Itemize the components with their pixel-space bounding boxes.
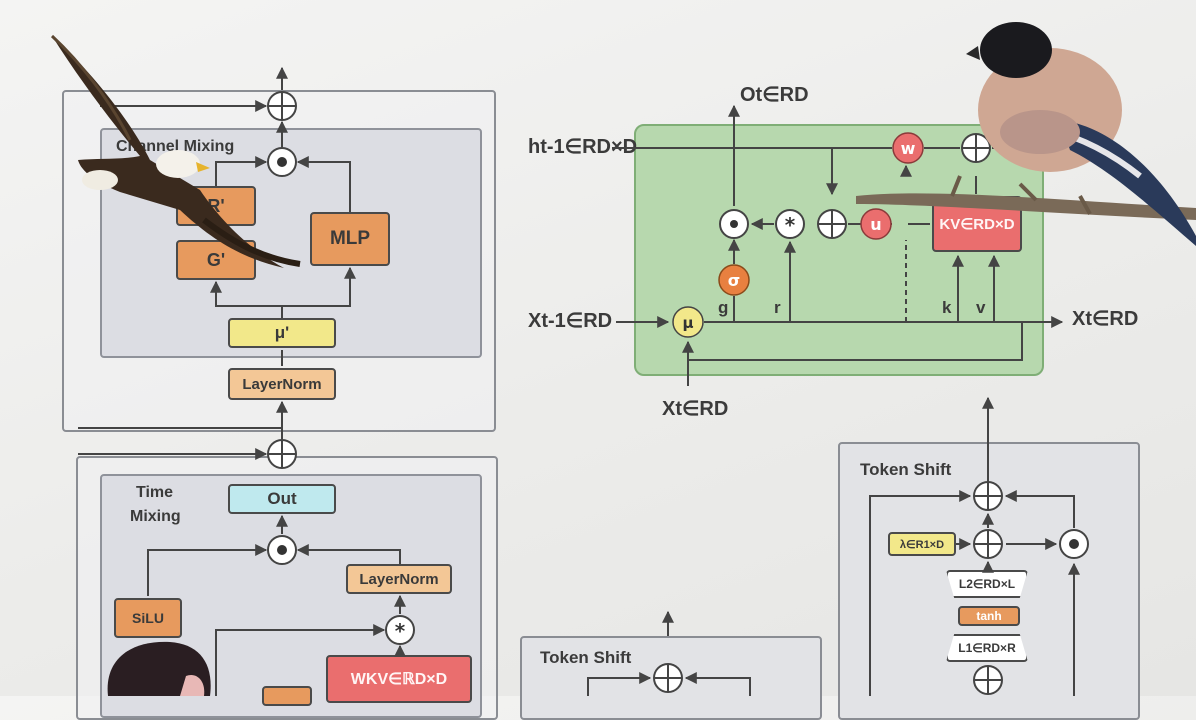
bullfinch-image (856, 22, 1196, 246)
channel-mixing-title: Channel Mixing (116, 138, 235, 155)
output-label: Ot∈RD (740, 84, 809, 106)
time-mixing-title-1: Time (136, 484, 174, 501)
x-prev-label: Xt-1∈RD (528, 310, 613, 332)
plus-node (973, 481, 1003, 511)
eagle-image (50, 34, 301, 268)
u-node: u (860, 208, 892, 240)
diagram-overlay: * w * u σ μ (50, 22, 1196, 696)
dot-node (1059, 529, 1089, 559)
lambda-box: λ∈R1×D (888, 532, 956, 556)
svg-text:u: u (870, 215, 881, 234)
plus-node (267, 439, 297, 469)
token-shift-large-title: Token Shift (860, 460, 952, 479)
l2-box: L2∈RD×L (946, 570, 1028, 598)
g-label: g (718, 298, 729, 317)
svg-text:*: * (785, 213, 796, 237)
dot-node (719, 209, 749, 239)
plus-node (973, 529, 1003, 559)
hidden-state-label: ht-1∈RD×D (528, 136, 638, 158)
svg-text:w: w (901, 139, 916, 158)
v-label: v (976, 298, 986, 317)
plus-node (653, 663, 683, 693)
tanh-box: tanh (958, 606, 1020, 626)
x-out-label: Xt∈RD (1072, 308, 1139, 330)
person-image (107, 641, 211, 696)
mlp-box: MLP (310, 212, 390, 266)
w-node: w (892, 132, 924, 164)
star-node: * (775, 209, 805, 239)
plus-node (267, 91, 297, 121)
svg-text:*: * (395, 619, 406, 643)
plus-node (817, 209, 847, 239)
svg-text:σ: σ (728, 271, 740, 290)
sigma-node: σ (718, 264, 750, 296)
star-node: * (385, 615, 415, 645)
dot-node (267, 147, 297, 177)
wkv-box: WKV∈ℝD×D (326, 655, 472, 703)
channel-layernorm-box: LayerNorm (228, 368, 336, 400)
r-label: r (774, 298, 781, 317)
silu-box: SiLU (114, 598, 182, 638)
out-box: Out (228, 484, 336, 514)
x-curr-label: Xt∈RD (662, 398, 729, 420)
time-layernorm-box: LayerNorm (346, 564, 452, 594)
token-shift-small-title: Token Shift (540, 648, 632, 667)
mu-node: μ (672, 306, 704, 338)
mu-prime-box: μ' (228, 318, 336, 348)
svg-text:μ: μ (682, 314, 693, 332)
plus-node (961, 133, 991, 163)
time-mixing-title-2: Mixing (130, 508, 181, 525)
g-prime-box: G' (176, 240, 256, 280)
plus-node (973, 665, 1003, 695)
dot-node (267, 535, 297, 565)
k-label: k (942, 298, 952, 317)
